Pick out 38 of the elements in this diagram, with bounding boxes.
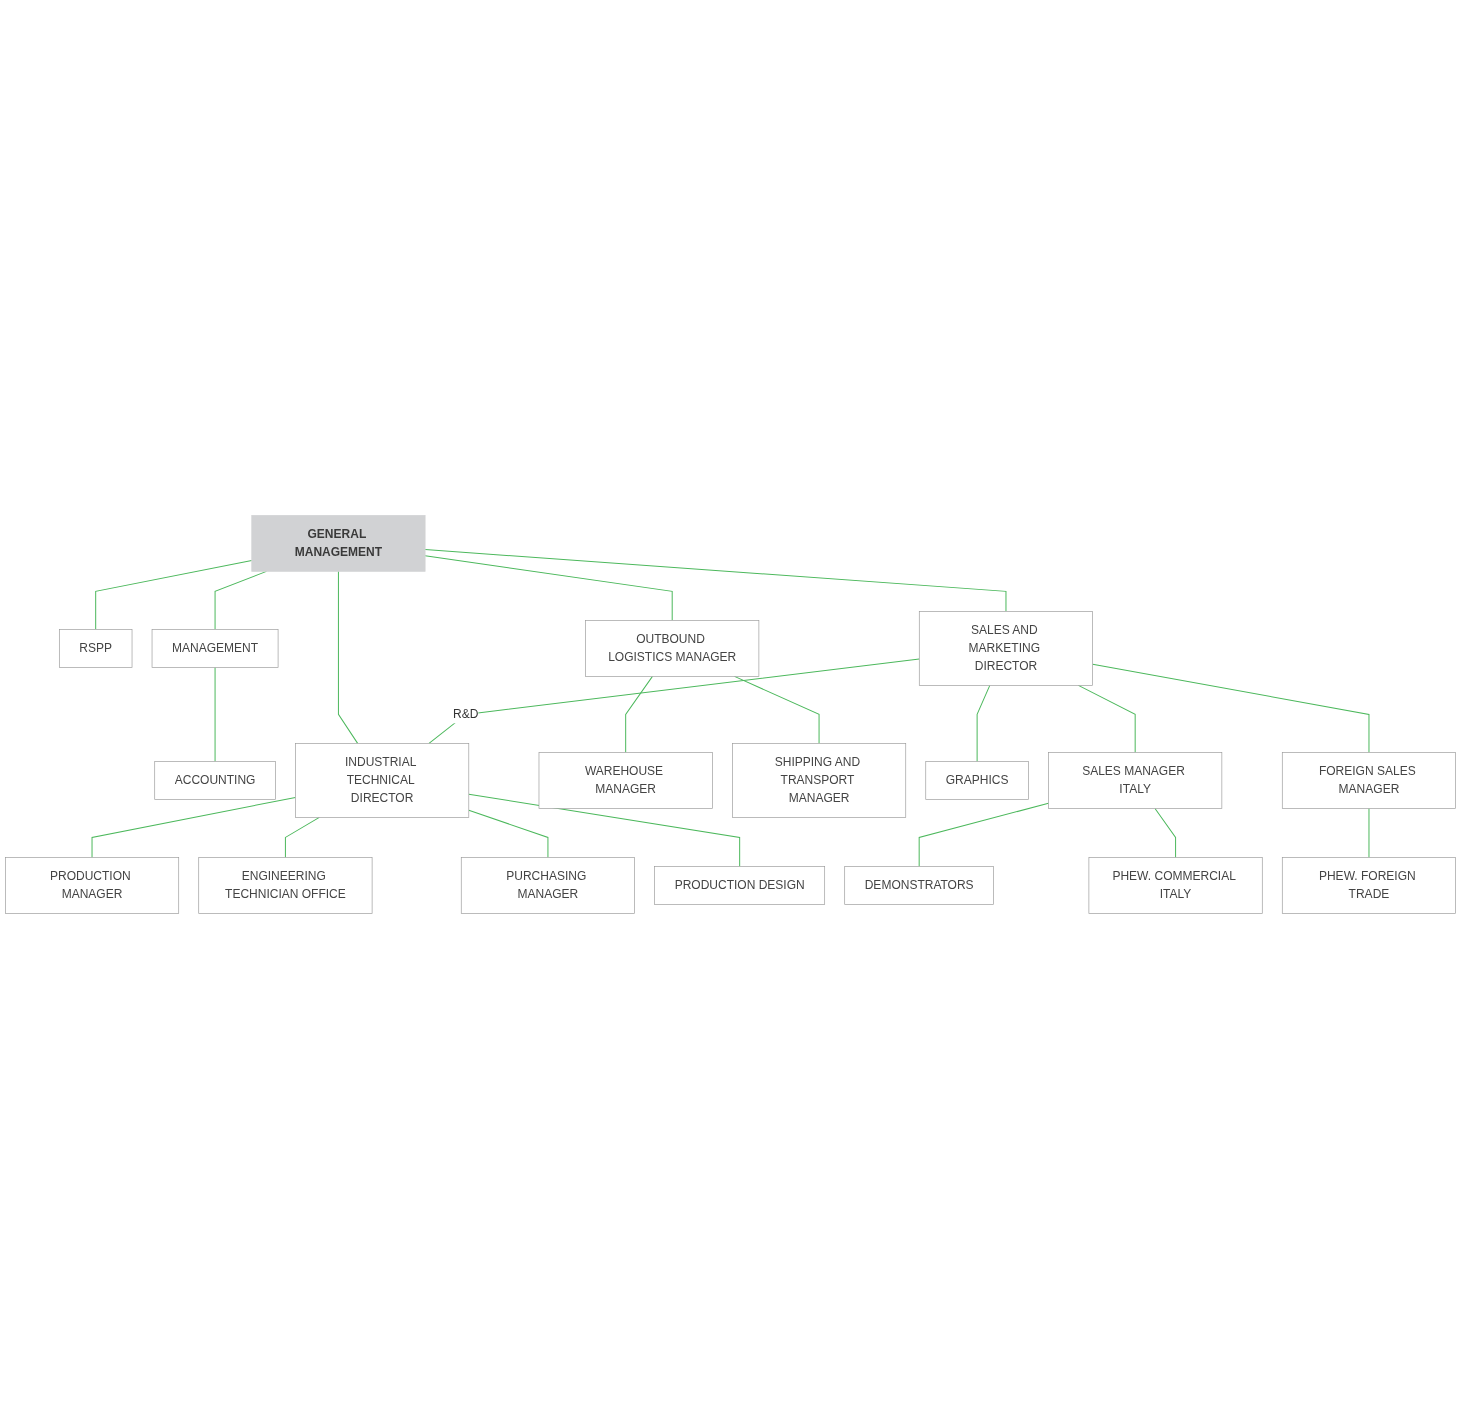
node-box: RSPP <box>59 628 133 668</box>
connector <box>95 559 253 630</box>
connector <box>337 570 359 744</box>
node-box: SHIPPING AND TRANSPORT MANAGER <box>732 742 907 818</box>
node-box: PHEW. FOREIGN TRADE <box>1281 856 1456 914</box>
connector <box>91 796 296 858</box>
connector <box>1092 663 1370 753</box>
connector <box>1368 807 1370 858</box>
node-box: SALES AND MARKETING DIRECTOR <box>918 610 1093 686</box>
node-box: SALES MANAGER ITALY <box>1048 751 1223 809</box>
node-box: PRODUCTION DESIGN <box>654 865 826 905</box>
connector <box>625 675 653 753</box>
connector <box>468 809 549 858</box>
connector <box>918 802 1049 867</box>
connector <box>1154 807 1177 858</box>
connector <box>976 684 991 762</box>
node-box: ENGINEERING TECHNICIAN OFFICE <box>198 856 373 914</box>
connector <box>734 675 820 744</box>
node-box: MANAGEMENT <box>151 628 279 668</box>
node-box: PURCHASING MANAGER <box>460 856 635 914</box>
node-box: OUTBOUND LOGISTICS MANAGER <box>585 619 760 677</box>
node-box: DEMONSTRATORS <box>844 865 994 905</box>
connector <box>428 658 920 744</box>
connector <box>424 554 673 621</box>
node-box: ACCOUNTING <box>154 760 276 800</box>
node-box: GENERAL MANAGEMENT <box>251 514 426 572</box>
node-box: GRAPHICS <box>925 760 1029 800</box>
connector <box>1077 684 1136 753</box>
node-box: PRODUCTION MANAGER <box>5 856 180 914</box>
node-box: FOREIGN SALES MANAGER <box>1281 751 1456 809</box>
node-box: PHEW. COMMERCIAL ITALY <box>1088 856 1263 914</box>
connector <box>214 666 216 762</box>
connector <box>424 548 1007 612</box>
edge-label: R&D <box>453 707 479 721</box>
connector <box>284 816 320 858</box>
connector <box>468 793 741 867</box>
node-box: INDUSTRIAL TECHNICAL DIRECTOR <box>295 742 470 818</box>
node-box: WAREHOUSE MANAGER <box>538 751 713 809</box>
